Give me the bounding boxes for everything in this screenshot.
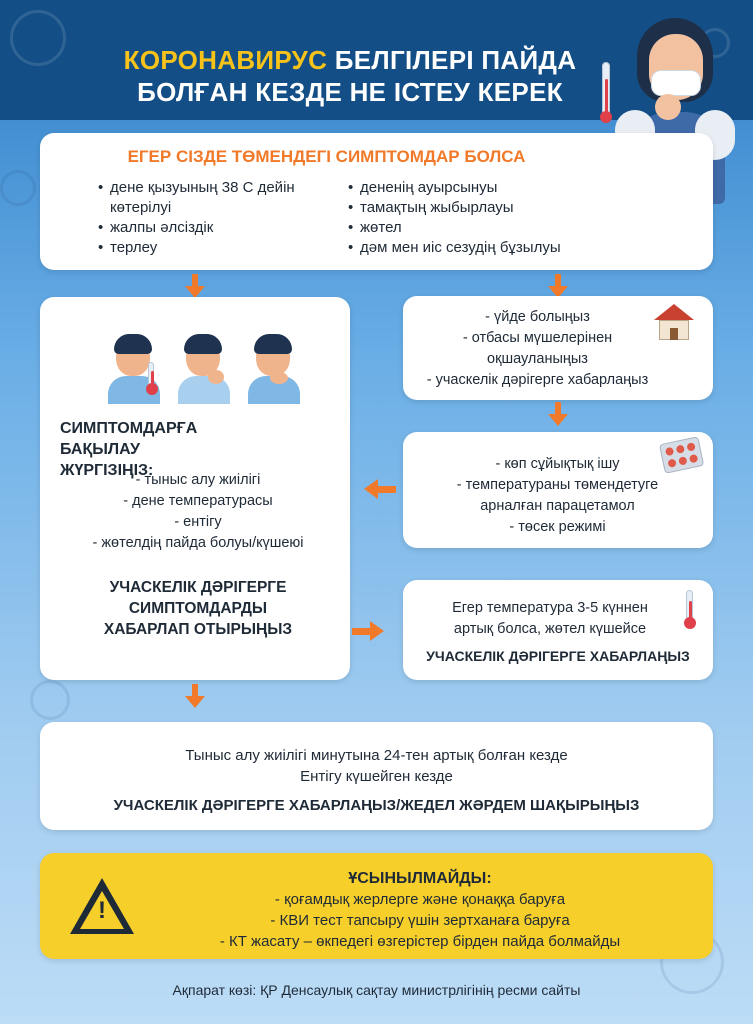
list-item: - температураны төмендетуге <box>456 477 659 493</box>
thermometer-icon <box>600 62 612 123</box>
symptoms-title: ЕГЕР СІЗДЕ ТӨМЕНДЕГІ СИМПТОМДАР БОЛСА <box>127 147 526 166</box>
list-item: - КТ жасату – өкпедегі өзгерістер бірден… <box>219 933 621 950</box>
list-item: жалпы әлсіздік <box>98 218 338 238</box>
report-symptoms-text: УЧАСКЕЛІК ДӘРІГЕРГЕ СИМПТОМДАРДЫ ХАБАРЛА… <box>48 577 348 640</box>
house-icon <box>654 304 694 340</box>
report-line-1: УЧАСКЕЛІК ДӘРІГЕРГЕ <box>109 579 287 596</box>
virus-icon <box>0 170 36 206</box>
monitor-list: - тыныс алу жиілігі - дене температурасы… <box>48 470 348 554</box>
symptoms-list-right: дененің ауырсынуы тамақтың жыбырлауы жөт… <box>348 178 648 258</box>
header-banner <box>0 0 753 120</box>
virus-icon <box>10 10 66 66</box>
monitor-title: СИМПТОМДАРҒА БАҚЫЛАУ ЖҮРГІЗІҢІЗ: <box>60 418 230 481</box>
list-item: - КВИ тест тапсыру үшін зертханаға баруғ… <box>270 912 570 929</box>
emergency-text: Тыныс алу жиілігі минутына 24-тен артық … <box>40 745 713 787</box>
emergency-action: УЧАСКЕЛІК ДӘРІГЕРГЕ ХАБАРЛАҢЫЗ/ЖЕДЕЛ ЖӘР… <box>113 797 640 814</box>
warning-icon-mark: ! <box>98 897 106 924</box>
home-list: - үйде болыңыз - отбасы мүшелерінен оқша… <box>410 307 665 391</box>
emergency-line-1: Тыныс алу жиілігі минутына 24-тен артық … <box>185 747 568 764</box>
fever-line-1: Егер температура 3-5 күннен <box>452 600 648 616</box>
virus-icon <box>30 680 70 720</box>
symptoms-card: ЕГЕР СІЗДЕ ТӨМЕНДЕГІ СИМПТОМДАР БОЛСА де… <box>40 133 713 270</box>
source-footer: Ақпарат көзі: ҚР Денсаулық сақтау минист… <box>172 982 581 998</box>
care-list: - көп сұйықтық ішу - температураны төмен… <box>420 454 695 538</box>
list-item: - дене температурасы <box>123 493 273 509</box>
fever-text: Егер температура 3-5 күннен артық болса,… <box>415 598 685 640</box>
list-item: дәм мен иіс сезудің бұзылуы <box>348 238 648 258</box>
warning-list: - қоғамдық жерлерге және қонаққа баруға … <box>150 889 690 952</box>
person-coughing-icon <box>178 332 230 404</box>
title-part: БЕЛГІЛЕРІ ПАЙДА <box>327 45 577 75</box>
list-item: - қоғамдық жерлерге және қонаққа баруға <box>274 891 566 908</box>
person-thermometer-icon <box>108 332 160 404</box>
list-item: тамақтың жыбырлауы <box>348 198 648 218</box>
list-item: дене қызуының 38 С дейін көтерілуі <box>98 178 338 218</box>
list-item: жөтел <box>348 218 648 238</box>
list-item: дененің ауырсынуы <box>348 178 648 198</box>
report-line-2: СИМПТОМДАРДЫ <box>128 600 268 617</box>
warning-title: ҰСЫНЫЛМАЙДЫ: <box>348 870 492 887</box>
fever-card <box>403 580 713 680</box>
emergency-line-2: Ентігу күшейген кезде <box>300 768 453 785</box>
list-item: - төсек режимі <box>509 519 606 535</box>
title-line-2: БОЛҒАН КЕЗДЕ НЕ ІСТЕУ КЕРЕК <box>137 77 563 107</box>
title-accent: КОРОНАВИРУС <box>123 45 328 75</box>
list-item: - учаскелік дәрігерге хабарлаңыз <box>426 372 649 388</box>
list-item: - тыныс алу жиілігі <box>135 472 261 488</box>
monitor-title-line-2: БАҚЫЛАУ ЖҮРГІЗІҢІЗ: <box>60 441 154 479</box>
fever-line-2: артық болса, жөтел күшейсе <box>453 621 647 637</box>
sick-people-illustration <box>108 332 328 404</box>
emergency-card <box>40 722 713 830</box>
list-item: оқшауланыңыз <box>487 351 588 367</box>
person-sore-throat-icon <box>248 332 300 404</box>
list-item: - көп сұйықтық ішу <box>495 456 620 472</box>
list-item: - ентігу <box>174 514 222 530</box>
list-item: - отбасы мүшелерінен <box>462 330 613 346</box>
warning-box <box>40 853 713 959</box>
list-item: арналған парацетамол <box>480 498 635 514</box>
report-line-3: ХАБАРЛАП ОТЫРЫҢЫЗ <box>103 621 293 638</box>
page-title: КОРОНАВИРУС БЕЛГІЛЕРІ ПАЙДА БОЛҒАН КЕЗДЕ… <box>70 44 630 108</box>
fever-action: УЧАСКЕЛІК ДӘРІГЕРГЕ ХАБАРЛАҢЫЗ <box>426 648 690 664</box>
thermometer-icon <box>684 590 696 629</box>
symptoms-list-left: дене қызуының 38 С дейін көтерілуі жалпы… <box>98 178 338 258</box>
monitor-title-line-1: СИМПТОМДАРҒА <box>60 420 198 437</box>
list-item: терлеу <box>98 238 338 258</box>
list-item: - жөтелдің пайда болуы/күшеюі <box>92 535 304 551</box>
list-item: - үйде болыңыз <box>485 309 590 325</box>
warning-icon-inner <box>80 891 124 929</box>
